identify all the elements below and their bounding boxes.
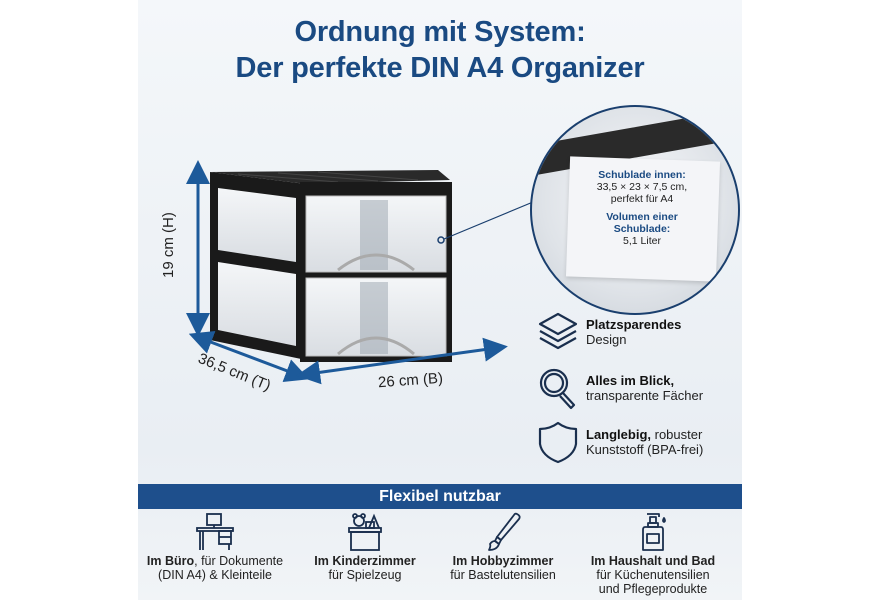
drawer-detail-callout: Schublade innen: 33,5 × 23 × 7,5 cm, per… [530,105,740,315]
feature-title: Platzsparendes [586,317,682,332]
usage-title: Im Kinderzimmer [314,554,416,568]
feature-title-suffix: robuster [651,427,703,442]
feature-desc: transparente Fächer [586,388,704,403]
shield-icon [538,421,578,464]
paintbrush-icon [488,512,521,551]
inner-size-label: Schublade innen: [598,169,686,181]
volume-label-1: Volumen einer [606,211,678,223]
magnifier-icon [539,368,576,410]
organizer-product-image [186,160,534,385]
usage-desc: für Spielzeug [328,568,402,582]
title-line-2: Der perfekte DIN A4 Organizer [235,52,645,84]
inner-size-value: 33,5 × 23 × 7,5 cm, [596,181,688,193]
soap-dispenser-icon [642,513,666,551]
feature-title: Langlebig, [586,427,651,442]
feature-title: Alles im Blick, [586,373,675,388]
toy-box-icon [348,513,382,551]
product-infographic: Ordnung mit System: Der perfekte DIN A4 … [138,0,742,600]
usage-desc: (DIN A4) & Kleinteile [158,568,272,582]
feature-transparent: Alles im Blick,transparente Fächer [536,366,703,410]
desk-icon [196,513,234,550]
usage-desc: für Bastelutensilien [450,568,556,582]
volume-label-2: Schublade: [613,223,671,235]
usage-desc-line-2: und Pflegeprodukte [598,582,708,596]
volume-value: 5,1 Liter [623,235,661,247]
feature-desc: Kunststoff (BPA-frei) [586,442,704,457]
usage-banner: Flexibel nutzbar [138,484,742,509]
inner-size-note: perfekt für A4 [610,193,674,205]
usage-title: Im Büro [146,554,195,568]
height-dimension-label: 19 cm (H) [160,212,177,278]
layers-icon [538,312,578,350]
page-title: Ordnung mit System: Der perfekte DIN A4 … [138,14,742,86]
feature-desc: Design [586,332,627,347]
usage-title: Im Hobbyzimmer [452,554,554,568]
drawer-specs: Schublade innen: 33,5 × 23 × 7,5 cm, per… [562,169,722,247]
usage-office: Im Büro, für Dokumente(DIN A4) & Kleinte… [140,512,290,582]
usage-title-rest: , für Dokumente [194,554,284,568]
title-line-1: Ordnung mit System: [294,16,586,48]
usage-desc: für Küchenutensilien [596,568,710,582]
usage-title: Im Haushalt und Bad [590,554,716,568]
